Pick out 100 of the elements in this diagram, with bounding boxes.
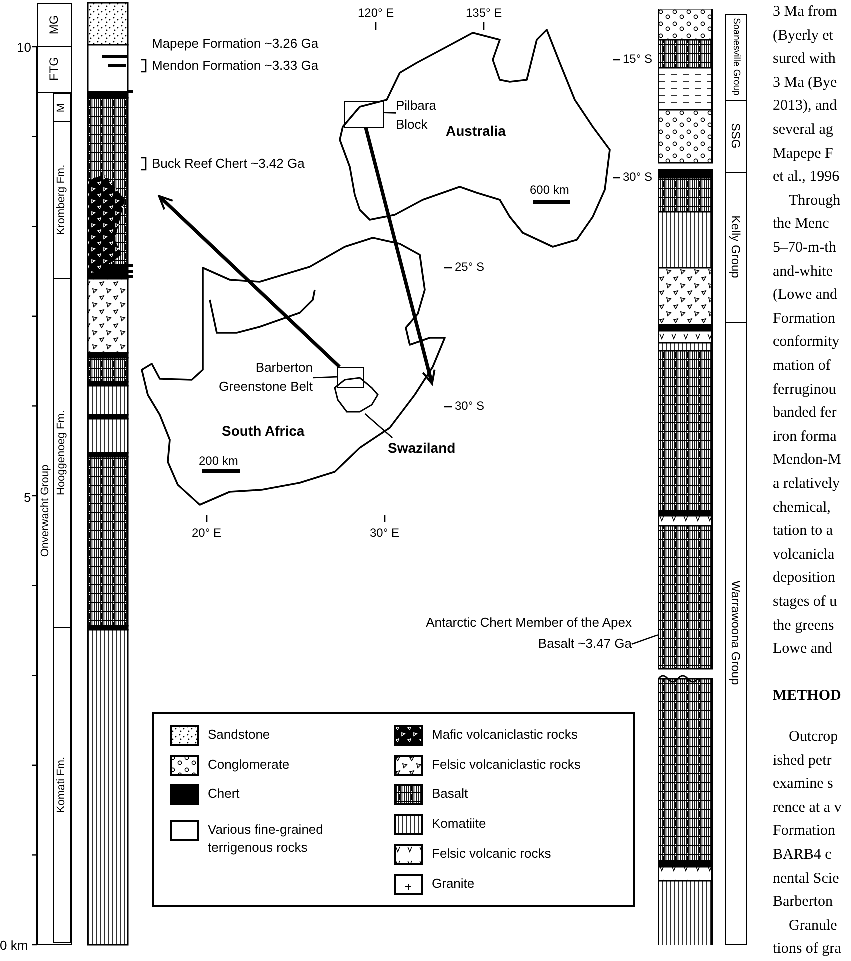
column-label: Onverwacht Group — [40, 464, 52, 558]
column-label: Komati Fm. — [56, 756, 67, 813]
latitude-label: 25° S — [455, 261, 484, 273]
group-column-box — [37, 46, 72, 93]
body-text-line: iron forma — [773, 430, 837, 445]
group-column-box — [37, 3, 72, 47]
longitude-label: 120° E — [358, 7, 394, 19]
leader-line — [384, 112, 396, 114]
latitude-label: 30° S — [623, 171, 652, 183]
arrow — [364, 128, 436, 385]
scale-label: 600 km — [530, 184, 570, 196]
body-text-line: (Lowe and — [773, 288, 838, 304]
body-text-line: the Menc — [773, 217, 830, 232]
legend-label: Felsic volcaniclastic rocks — [432, 756, 582, 774]
scale-label: 200 km — [199, 455, 238, 467]
body-text-line: tions of gra — [773, 942, 842, 958]
leader-line — [312, 376, 338, 379]
body-text-line: several ag — [773, 123, 834, 138]
leader-line — [632, 634, 658, 645]
country-label: Australia — [446, 124, 506, 138]
group-column-box — [37, 92, 72, 945]
latitude-label: 15° S — [623, 53, 652, 65]
body-text-line: sured with — [773, 52, 836, 68]
depth-tick-label: 5 — [24, 491, 32, 504]
formation-label: Buck Reef Chert ~3.42 Ga — [152, 157, 305, 170]
group-column-box — [53, 627, 71, 943]
body-text-line: banded fer — [773, 406, 837, 422]
formation-label: Mendon Formation ~3.33 Ga — [152, 59, 319, 72]
longitude-label: 20° E — [192, 527, 222, 539]
legend-label: Felsic volcanic rocks — [432, 845, 552, 863]
body-text-line: Through — [789, 194, 841, 209]
legend-label: Mafic volcaniclastic rocks — [432, 726, 579, 744]
legend-label: Komatiite — [432, 815, 488, 833]
locator-box — [344, 101, 384, 128]
group-column-box — [53, 93, 71, 123]
body-text-line: Mapepe F — [773, 146, 834, 162]
body-text-line: the greens — [773, 618, 834, 634]
legend-label: Sandstone — [208, 726, 272, 744]
body-text-line: stages of u — [773, 595, 838, 610]
body-text-line: mation of — [773, 359, 831, 374]
legend-label: Various fine-grained terrigenous rocks — [208, 821, 324, 857]
body-text-line: Granule — [789, 918, 838, 934]
body-text-line: and-white — [773, 264, 833, 280]
body-text-line: Mendon-M — [773, 453, 842, 468]
column-label: SSG — [730, 123, 742, 149]
column-label: Soanesville Group — [730, 18, 740, 96]
legend-label: Basalt — [432, 785, 470, 803]
body-text-line: Barberton — [773, 895, 833, 910]
body-text-line: conformity — [773, 335, 840, 350]
group-column-box — [725, 172, 747, 323]
body-text-line: ished petr — [773, 754, 832, 769]
body-text-line: 3 Ma (Bye — [773, 76, 838, 91]
group-column-box — [53, 278, 71, 629]
country-label: South Africa — [222, 424, 305, 438]
column-label: Kromberg Fm. — [56, 164, 67, 236]
group-column-box — [725, 14, 747, 101]
body-text-line: 5–70-m-th — [773, 241, 836, 256]
body-text-line: nental Scie — [773, 872, 840, 887]
group-column-box — [725, 322, 747, 945]
latitude-label: 30° S — [455, 400, 484, 412]
body-text-line: chemical, — [773, 500, 831, 516]
locator-box — [337, 367, 364, 388]
body-text-line: a relatively — [773, 477, 840, 492]
formation-label: Mapepe Formation ~3.26 Ga — [152, 37, 319, 50]
body-text-line: Formation — [773, 824, 836, 840]
map-label: Swaziland — [388, 438, 480, 458]
body-text-line: ferruginou — [773, 382, 836, 398]
body-text-line: BARB4 c — [773, 848, 832, 863]
column-label: MG — [48, 14, 60, 34]
legend-label: Conglomerate — [208, 756, 291, 774]
body-text-line: examine s — [773, 777, 834, 792]
legend-label: Granite — [432, 875, 476, 893]
stratigraphic-column-drawing — [658, 9, 713, 945]
body-text-line: Lowe and — [773, 642, 833, 658]
column-label: Hooggenoeg Fm. — [56, 410, 67, 496]
section-heading: METHOD — [773, 689, 842, 704]
depth-tick-label: 10 — [17, 41, 32, 54]
map-label: Barberton Greenstone Belt — [190, 358, 313, 398]
map-label: Antarctic Chert Member of the Apex Basalt ~3.47 Ga — [420, 612, 632, 654]
longitude-label: 30° E — [370, 527, 400, 539]
body-text-line: deposition — [773, 571, 836, 586]
country-outline — [333, 376, 379, 414]
arrow — [158, 195, 341, 368]
body-text-line: 3 Ma from — [773, 5, 838, 20]
group-column-box — [725, 100, 747, 173]
group-column-box — [53, 121, 71, 280]
body-text-line: 2013), and — [773, 99, 838, 114]
column-label: Kelly Group — [730, 216, 742, 278]
body-text-line: (Byerly et — [773, 28, 834, 44]
body-text-line: rence at a v — [773, 800, 842, 816]
legend-label: Chert — [208, 785, 241, 803]
column-label: FTG — [48, 57, 60, 81]
body-text-line: et al., 1996 — [773, 170, 840, 186]
column-label: Warrawoona Group — [730, 580, 742, 686]
body-text-line: tation to a — [773, 524, 833, 540]
column-label: M — [56, 102, 67, 112]
body-text-line: volcanicla — [773, 548, 835, 563]
leader-line — [364, 414, 394, 438]
body-text-line: Outcrop — [789, 730, 838, 745]
longitude-label: 135° E — [466, 7, 502, 19]
